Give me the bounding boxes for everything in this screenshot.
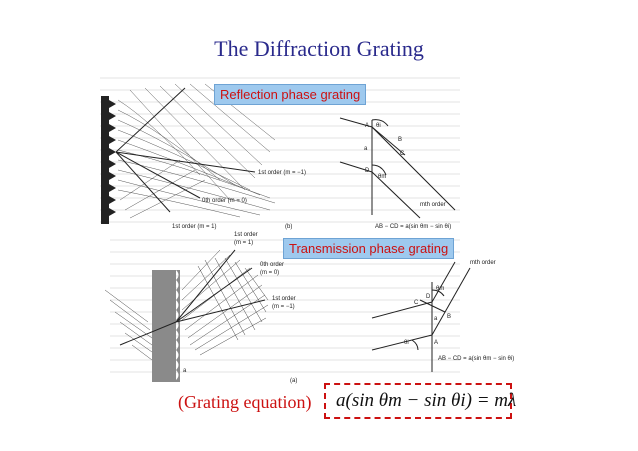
reflection-relation: AB − CD = a(sin θm − sin θi) [375,224,451,230]
transmission-geometry [371,261,471,372]
reflection-grating [101,96,116,224]
transmission-order-first: 1st order [234,232,258,238]
reflection-point-d: D [365,168,370,174]
reflection-point-a: A [365,123,369,129]
transmission-order-zero-m: (m = 0) [260,270,279,276]
reflection-theta-i: θi [376,123,381,129]
reflection-rays [115,87,256,213]
grating-equation: a(sin θm − sin θi) = mλ [324,383,516,419]
reflection-order-first-neg: 1st order (m = −1) [258,170,306,176]
transmission-point-c: C [414,300,419,306]
transmission-point-b: B [447,314,451,320]
transmission-point-a: A [434,340,438,346]
reflection-geometry [339,117,456,219]
transmission-wavefronts [104,249,269,361]
transmission-label: Transmission phase grating [283,238,455,259]
transmission-order-first-m: (m = 1) [234,240,253,246]
transmission-theta-i: θi [404,340,409,346]
reflection-theta-m: θm [378,174,386,180]
transmission-point-d: D [426,294,431,300]
transmission-grating [152,270,180,382]
reflection-point-c: C [400,151,405,157]
reflection-label: Reflection phase grating [214,84,367,105]
transmission-spacing-geom: a [434,316,438,322]
reflection-order-m: mth order [420,202,446,208]
transmission-panel-tag: (a) [290,378,297,384]
transmission-theta-m: θm [436,286,444,292]
equation-label: (Grating equation) [178,392,312,412]
transmission-order-zero: 0th order [260,262,284,268]
transmission-order-first-neg: 1st order [272,296,296,302]
transmission-order-first-neg-m: (m = −1) [272,304,295,310]
reflection-wavefronts [117,83,276,219]
transmission-rays [119,249,266,346]
reflection-point-b: B [398,137,402,143]
transmission-relation: AB − CD = a(sin θm − sin θi) [438,356,514,362]
reflection-spacing: a [364,146,368,152]
reflection-panel-tag: (b) [285,224,292,230]
transmission-order-m: mth order [470,260,496,266]
reflection-order-zero: 0th order (m = 0) [202,198,247,204]
slide-title: The Diffraction Grating [214,36,424,61]
transmission-spacing: a [183,368,187,374]
reflection-order-first-pos: 1st order (m = 1) [172,224,217,230]
